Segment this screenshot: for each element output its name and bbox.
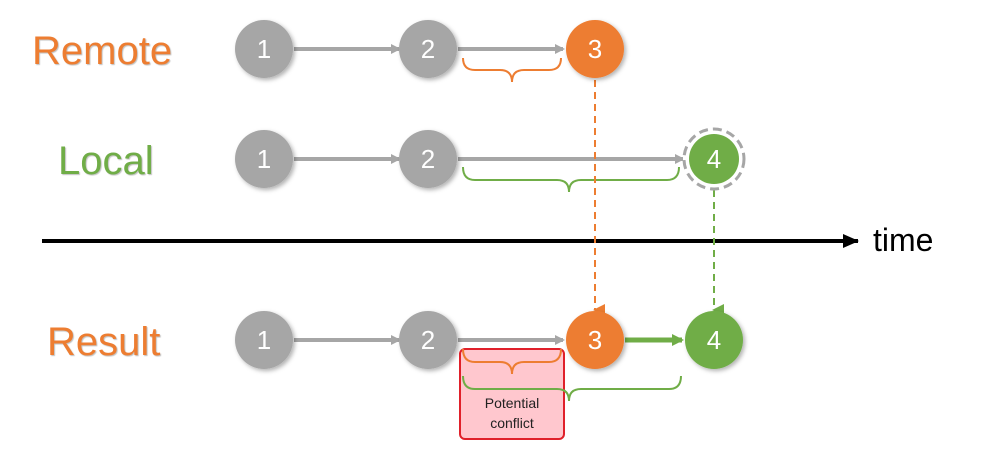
local-brace (462, 166, 680, 193)
row-label-local: Local (58, 139, 154, 183)
remote-node-1: 1 (235, 20, 293, 78)
result-node-3-label: 3 (588, 325, 602, 355)
result-node-4: 4 (685, 311, 743, 369)
remote-node-1-label: 1 (257, 34, 271, 64)
potential-conflict-label: Potential conflict (459, 393, 565, 433)
result-node-4-label: 4 (707, 325, 721, 355)
local-node-2-label: 2 (421, 144, 435, 174)
local-node-4-label: 4 (707, 144, 721, 174)
result-node-2: 2 (399, 311, 457, 369)
remote-node-3: 3 (566, 20, 624, 78)
local-node-1-label: 1 (257, 144, 271, 174)
result-node-2-label: 2 (421, 325, 435, 355)
remote-brace (462, 57, 562, 83)
local-node-4: 4 (682, 127, 746, 191)
time-axis-label: time (873, 222, 934, 258)
remote-node-2-label: 2 (421, 34, 435, 64)
row-label-result: Result (47, 320, 161, 364)
conflict-line-2: conflict (490, 415, 534, 431)
remote-node-2: 2 (399, 20, 457, 78)
result-node-1: 1 (235, 311, 293, 369)
conflict-line-1: Potential (484, 395, 540, 411)
local-node-2: 2 (399, 130, 457, 188)
local-node-1: 1 (235, 130, 293, 188)
result-node-1-label: 1 (257, 325, 271, 355)
remote-node-3-label: 3 (588, 34, 602, 64)
result-node-3: 3 (566, 311, 624, 369)
row-label-remote: Remote (32, 29, 173, 73)
